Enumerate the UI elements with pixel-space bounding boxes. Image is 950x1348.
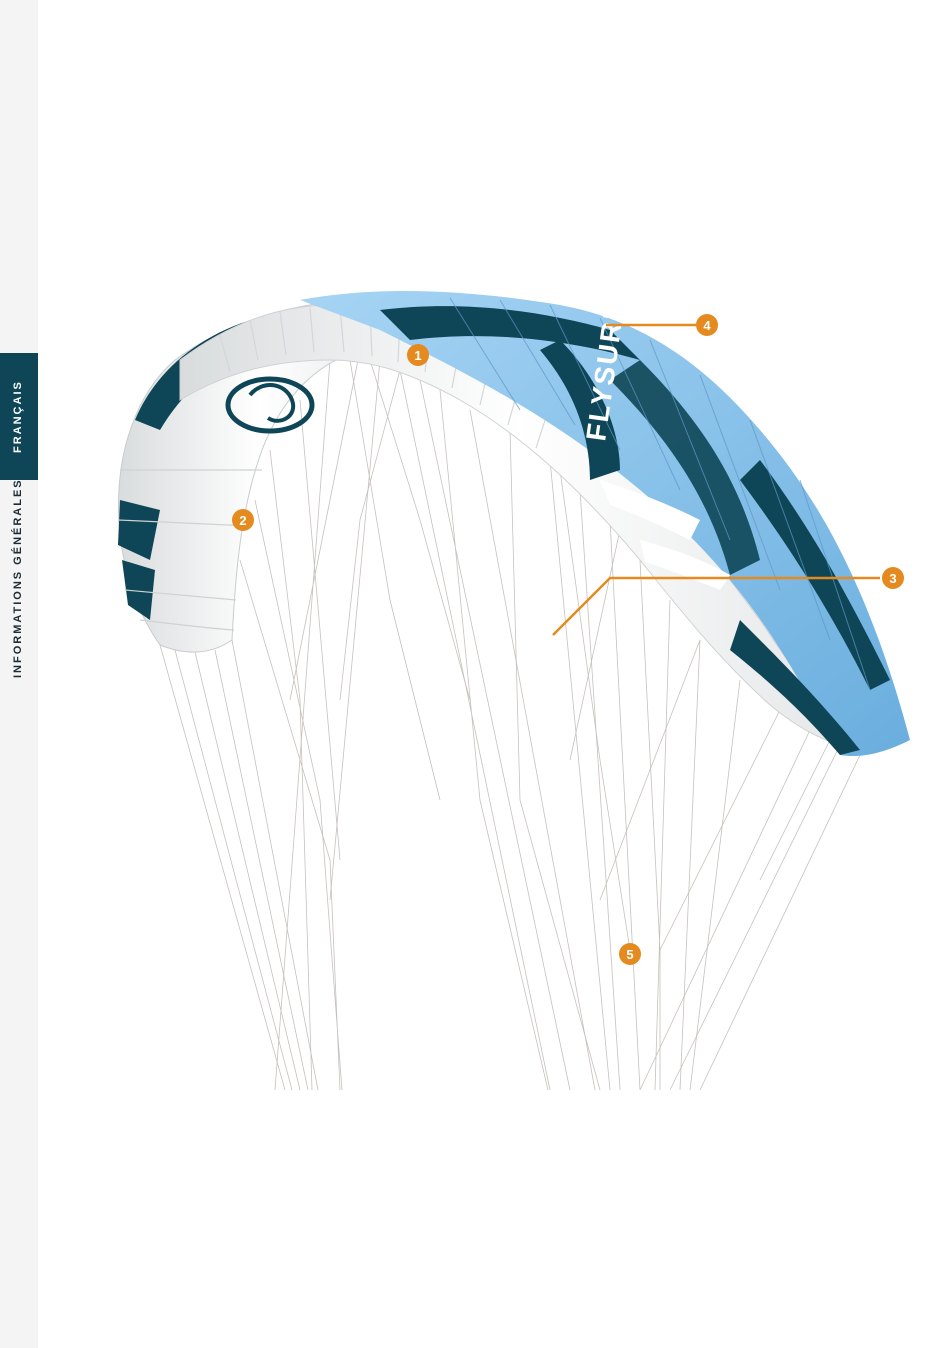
kite-illustration: FLYSURFER 1 2 3 4 5	[38, 0, 950, 1348]
sidebar: FRANÇAIS INFORMATIONS GÉNÉRALES	[0, 0, 38, 1348]
tab-francais-label: FRANÇAIS	[12, 353, 24, 480]
tab-informations-generales-label: INFORMATIONS GÉNÉRALES	[12, 488, 24, 678]
tab-informations-generales[interactable]: INFORMATIONS GÉNÉRALES	[0, 488, 38, 678]
callout-5: 5	[619, 943, 641, 965]
callout-3: 3	[882, 567, 904, 589]
callout-3-label: 3	[889, 571, 896, 586]
callout-2-label: 2	[239, 513, 246, 528]
tab-francais[interactable]: FRANÇAIS	[0, 353, 38, 480]
callout-1-label: 1	[414, 348, 421, 363]
callout-5-label: 5	[626, 947, 633, 962]
callout-2: 2	[232, 509, 254, 531]
callout-4: 4	[696, 314, 718, 336]
callout-1: 1	[407, 344, 429, 366]
callout-4-label: 4	[703, 318, 711, 333]
